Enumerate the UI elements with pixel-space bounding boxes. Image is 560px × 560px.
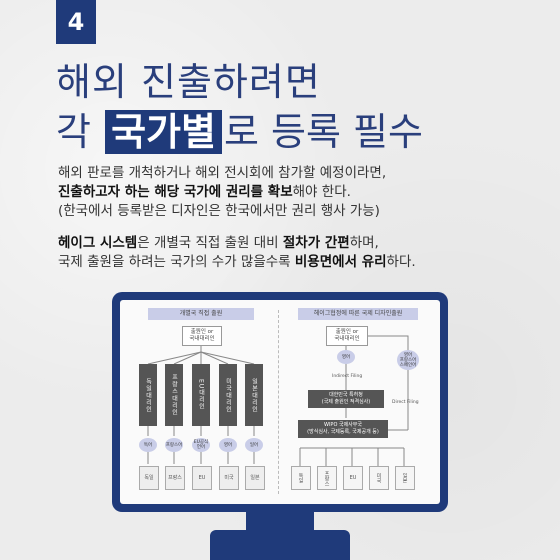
lang-german: 독어 xyxy=(139,438,157,452)
paragraph-2: 헤이그 시스템은 개별국 직접 출원 대비 절차가 간편하며, 국제 출원을 하… xyxy=(58,234,416,272)
monitor-stand-neck xyxy=(246,512,314,534)
lang-japanese: 일어 xyxy=(245,438,263,452)
direct-filing-panel: 개별국 직접 출원 출원인 or 국내대리인 독일대리인 프랑스대리인 EU대리… xyxy=(126,308,276,496)
agent-japan: 일본대리인 xyxy=(245,364,263,426)
direct-filing-label: Direct Filing xyxy=(392,400,419,405)
paragraph-2-l2-end: 하다. xyxy=(386,254,416,270)
right-country-japan: 일본 xyxy=(395,466,415,490)
country-japan: 일본 xyxy=(245,466,265,490)
paragraph-1-line-2: 진출하고자 하는 해당 국가에 권리를 확보해야 한다. xyxy=(58,183,386,202)
title-pre: 각 xyxy=(56,110,91,154)
paragraph-2-mid: 은 개별국 직접 출원 대비 xyxy=(137,235,283,251)
paragraph-2-line-2: 국제 출원을 하려는 국가의 수가 많을수록 비용면에서 유리하다. xyxy=(58,253,416,272)
right-applicant-box: 출원인 or 국내대리인 xyxy=(326,326,368,346)
title-post: 로 등록 필수 xyxy=(223,110,423,154)
wipo-box: WIPO 국제사무국 (방식심사, 국제등록, 국제공개 등) xyxy=(298,420,388,438)
paragraph-2-line-1: 헤이그 시스템은 개별국 직접 출원 대비 절차가 간편하며, xyxy=(58,234,416,253)
left-connector-lines xyxy=(147,344,255,464)
monitor-screen: 개별국 직접 출원 출원인 or 국내대리인 독일대리인 프랑스대리인 EU대리… xyxy=(120,300,440,504)
paragraph-2-l1-end: 하며, xyxy=(349,235,379,251)
paragraph-1-line-3: (한국에서 등록받은 디자인은 한국에서만 권리 행사 가능) xyxy=(58,203,380,219)
right-country-eu: EU xyxy=(343,466,363,490)
agent-france: 프랑스대리인 xyxy=(165,364,183,426)
monitor-stand-base xyxy=(210,530,350,560)
lang-eu: EU공식언어 xyxy=(192,438,210,452)
right-panel-title: 헤이그협정에 따른 국제 디자인출원 xyxy=(298,308,418,320)
kipo-box: 대한민국 특허청 (국제 출원인 적격심사) xyxy=(308,390,384,408)
country-eu: EU xyxy=(192,466,212,490)
country-germany: 독일 xyxy=(139,466,159,490)
right-country-usa: 미국 xyxy=(369,466,389,490)
right-connector-lines xyxy=(299,335,409,466)
indirect-filing-label: Indirect Filing xyxy=(332,374,363,379)
right-country-germany: 독일 xyxy=(291,466,311,490)
title-line-1: 해외 진출하려면 xyxy=(56,60,321,104)
lang-english: 영어 xyxy=(219,438,237,452)
right-lang-english: 영어 xyxy=(337,350,355,364)
paragraph-1-line-2-rest: 해야 한다. xyxy=(292,184,351,200)
title-highlight: 국가별 xyxy=(105,110,222,154)
right-country-france: 프랑스 xyxy=(317,466,337,490)
agent-usa: 미국대리인 xyxy=(219,364,237,426)
paragraph-1: 해외 판로를 개척하거나 해외 전시회에 참가할 예정이라면, 진출하고자 하는… xyxy=(58,164,386,221)
right-lang-multi: 영어 프랑스어 스페인어 xyxy=(397,350,419,370)
panel-divider xyxy=(278,310,279,494)
country-usa: 미국 xyxy=(219,466,239,490)
paragraph-1-bold: 진출하고자 하는 해당 국가에 권리를 확보 xyxy=(58,184,293,200)
agent-germany: 독일대리인 xyxy=(139,364,157,426)
left-applicant-box: 출원인 or 국내대리인 xyxy=(182,326,222,346)
lang-french: 프랑스어 xyxy=(165,438,183,452)
hague-filing-panel: 헤이그협정에 따른 국제 디자인출원 출원인 or 국내대리인 영어 영어 프랑… xyxy=(284,308,434,496)
monitor-frame: 개별국 직접 출원 출원인 or 국내대리인 독일대리인 프랑스대리인 EU대리… xyxy=(112,292,448,512)
hague-system-bold: 헤이그 시스템 xyxy=(58,235,138,251)
section-number-badge: 4 xyxy=(56,0,96,44)
country-france: 프랑스 xyxy=(165,466,185,490)
agent-eu: EU대리인 xyxy=(192,364,210,426)
cost-advantage-bold: 비용면에서 유리 xyxy=(294,254,387,270)
left-panel-title: 개별국 직접 출원 xyxy=(148,308,254,320)
paragraph-1-line-1: 해외 판로를 개척하거나 해외 전시회에 참가할 예정이라면, xyxy=(58,165,387,181)
simple-procedure-bold: 절차가 간편 xyxy=(282,235,350,251)
paragraph-2-l2-start: 국제 출원을 하려는 국가의 수가 많을수록 xyxy=(58,254,295,270)
